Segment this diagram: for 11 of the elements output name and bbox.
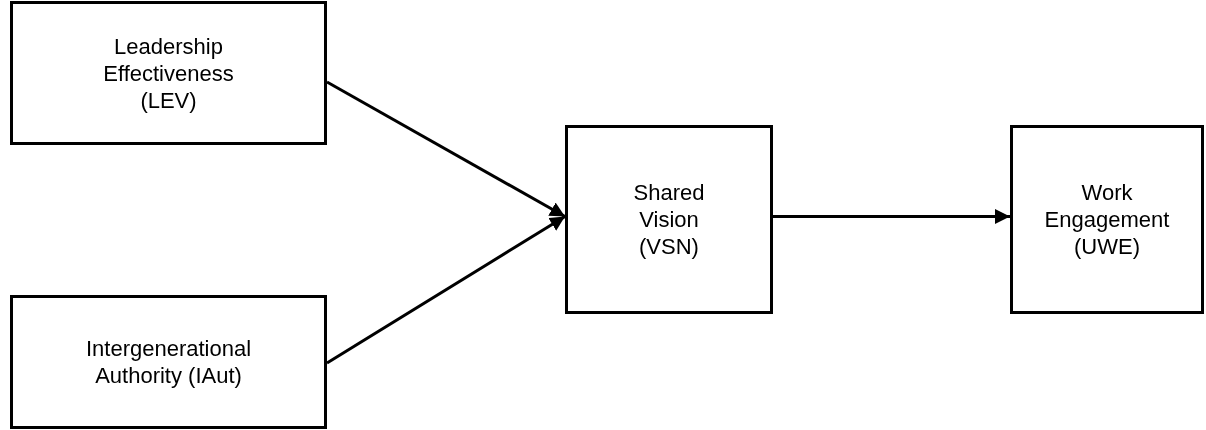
construct-box bbox=[565, 125, 773, 314]
construct-label: Work Engagement (UWE) bbox=[1043, 179, 1171, 260]
arrow bbox=[326, 80, 566, 218]
arrow bbox=[326, 215, 566, 365]
construct-label: Leadership Effectiveness (LEV) bbox=[102, 32, 235, 114]
construct-box bbox=[1010, 125, 1204, 314]
construct-box bbox=[10, 1, 327, 145]
construct-label: Intergenerational Authority (IAut) bbox=[84, 335, 253, 389]
construct-box bbox=[10, 295, 327, 429]
construct-label: Shared Vision (VSN) bbox=[632, 179, 706, 260]
arrow bbox=[773, 209, 1010, 224]
